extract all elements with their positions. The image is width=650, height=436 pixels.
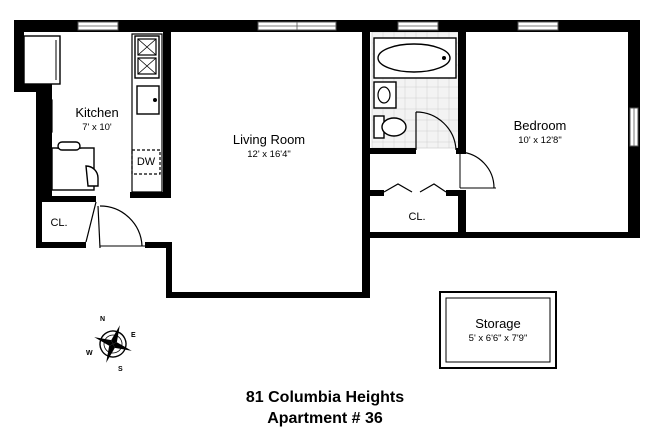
toilet-bowl [381, 117, 407, 137]
bathroom-fixtures [373, 37, 457, 139]
living-room-label: Living Room 12' x 16'4" [233, 131, 305, 160]
apartment-title: Apartment # 36 [267, 410, 383, 427]
sink [136, 85, 160, 115]
room-dims: 7' x 10' [82, 122, 112, 133]
bathroom-sink [373, 81, 397, 109]
address-title: 81 Columbia Heights [245, 389, 405, 406]
stove [134, 35, 160, 79]
room-name: Kitchen [75, 105, 119, 120]
kitchen-label: Kitchen 7' x 10' [75, 104, 118, 133]
kitchen-fixtures [23, 33, 163, 193]
room-name: Living Room [232, 132, 306, 147]
doors [85, 111, 496, 249]
counter [131, 33, 163, 193]
dishwasher-outline [131, 149, 161, 175]
middle-closet-label: CL. [408, 211, 426, 223]
storage-unit [439, 291, 557, 369]
room-name: Bedroom [513, 118, 567, 133]
dishwasher-label: DW [136, 156, 156, 168]
windows [77, 21, 639, 147]
walls [14, 20, 640, 298]
compass-south-letter: S [118, 366, 123, 373]
left-closet-label: CL. [50, 217, 68, 229]
room-dims: 5' x 6'6" x 7'9" [468, 333, 528, 344]
room-dims: 12' x 16'4" [247, 149, 291, 160]
compass-east-letter: E [131, 332, 136, 339]
compass-north-letter: N [100, 316, 106, 323]
compass-west-letter: W [86, 350, 93, 357]
compass-rose [94, 325, 132, 363]
refrigerator [23, 35, 61, 85]
room-name: Storage [475, 316, 521, 331]
bedroom-label: Bedroom 10' x 12'8" [514, 117, 567, 146]
room-dims: 10' x 12'8" [518, 135, 562, 146]
storage-label: Storage 5' x 6'6" x 7'9" [469, 315, 528, 344]
